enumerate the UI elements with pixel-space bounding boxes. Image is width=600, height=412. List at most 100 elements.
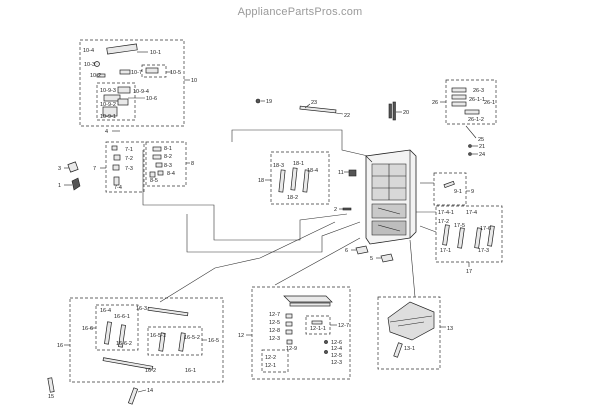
label-8-5: 8-5 xyxy=(150,178,158,184)
part-21 xyxy=(468,144,472,148)
label-17-4-1: 17-4-1 xyxy=(438,210,454,216)
part-20a xyxy=(388,103,392,119)
part-12-5 xyxy=(285,313,293,319)
part-10-1-cover xyxy=(106,43,138,55)
group-18: 18-3 18-1 18-4 18-2 18 xyxy=(258,151,330,205)
label-26-1: 26-1 xyxy=(484,100,495,106)
part-10-9-4 xyxy=(103,94,121,102)
group-17: 17-4-1 17-4 17-5 17-6 17-2 17-1 17-3 17 xyxy=(435,205,503,275)
group-10-9-box xyxy=(96,82,136,121)
label-16-4: 16-4 xyxy=(100,308,111,314)
label-10-9-1: 10-9-1 xyxy=(100,114,116,120)
group-10-box xyxy=(79,39,185,127)
part-7-4 xyxy=(113,176,120,186)
part-17-3 xyxy=(474,227,482,249)
label-13-1: 13-1 xyxy=(404,346,415,352)
group-8-box xyxy=(145,141,187,187)
label-2: 2 xyxy=(334,207,337,213)
part-12-1-1 xyxy=(311,320,323,325)
label-10-3: 10-3 xyxy=(84,62,95,68)
part-8-3 xyxy=(155,162,163,168)
label-10-7: 10-7 xyxy=(131,70,142,76)
label-17-2: 17-2 xyxy=(438,219,449,225)
part-13-1 xyxy=(393,342,403,358)
top-middle-parts: 19 23 22 20 xyxy=(255,98,409,121)
label-17-5: 17-5 xyxy=(454,223,465,229)
part-10-6 xyxy=(117,98,129,106)
label-18: 18 xyxy=(258,178,264,184)
part-2 xyxy=(342,207,352,211)
label-21: 21 xyxy=(479,144,485,150)
part-4-group: 4 xyxy=(105,129,120,135)
group-12-2-box xyxy=(261,349,289,373)
part-18-3 xyxy=(278,169,286,193)
label-20: 20 xyxy=(403,110,409,116)
label-8-3: 8-3 xyxy=(164,163,172,169)
label-10-9-4: 10-9-4 xyxy=(133,89,149,95)
part-13-drawer xyxy=(387,301,435,341)
label-3: 3 xyxy=(58,166,61,172)
group-8: 8-1 8-2 8-3 8-4 8-5 8 xyxy=(145,141,194,187)
part-12-top-rail xyxy=(283,295,333,303)
label-15: 15 xyxy=(48,394,54,400)
label-17-1: 17-1 xyxy=(440,248,451,254)
part-26-1-2 xyxy=(464,109,480,115)
part-16-6-1 xyxy=(104,321,112,345)
label-10-2: 10-2 xyxy=(90,73,101,79)
part-1 xyxy=(71,177,81,191)
label-9: 9 xyxy=(471,189,474,195)
parts-11-2: 11 2 xyxy=(334,169,357,213)
part-10-9-1 xyxy=(102,106,118,117)
part-5 xyxy=(380,253,394,263)
part-26-3 xyxy=(451,87,467,93)
part-8-5 xyxy=(149,171,156,178)
label-8-2: 8-2 xyxy=(164,154,172,160)
label-17-4: 17-4 xyxy=(466,210,477,216)
label-26: 26 xyxy=(432,100,438,106)
part-7-1 xyxy=(111,145,118,151)
label-18-1: 18-1 xyxy=(293,161,304,167)
label-26-1-1: 26-1-1 xyxy=(469,97,485,103)
group-9-box xyxy=(433,172,467,206)
label-10-1: 10-1 xyxy=(150,50,161,56)
label-7-2: 7-2 xyxy=(125,156,133,162)
part-10-3 xyxy=(94,61,100,67)
group-12: 12-7 12-5 12-8 12-3 12-9 12-1-1 12-7 12-… xyxy=(238,286,351,380)
part-18-1 xyxy=(290,167,298,191)
label-12-1-1: 12-1-1 xyxy=(310,326,326,332)
part-16-5-1 xyxy=(158,332,166,352)
label-10-9-3: 10-9-3 xyxy=(100,88,116,94)
label-13: 13 xyxy=(447,326,453,332)
parts-3-1: 3 1 xyxy=(58,161,81,191)
refrigerator-cabinet xyxy=(365,149,417,245)
label-8: 8 xyxy=(191,161,194,167)
part-7-3 xyxy=(112,164,120,171)
connector-lines xyxy=(142,129,437,303)
part-3 xyxy=(67,161,79,173)
group-18-box xyxy=(270,151,330,205)
label-12-7-left: 12-7 xyxy=(269,312,280,318)
part-20b xyxy=(392,101,396,121)
part-18-4 xyxy=(302,169,310,193)
label-17-3: 17-3 xyxy=(478,248,489,254)
part-10-2 xyxy=(96,73,106,78)
label-4: 4 xyxy=(105,129,108,135)
label-16-6: 16-6 xyxy=(82,326,93,332)
part-11 xyxy=(348,169,357,177)
part-15 xyxy=(47,377,55,393)
label-16-5-2: 16-5-2 xyxy=(184,335,200,341)
part-12-9 xyxy=(286,339,293,345)
label-23: 23 xyxy=(311,100,317,106)
label-16-3: 16-3 xyxy=(136,306,147,312)
part-26-1 xyxy=(451,101,467,107)
label-18-3: 18-3 xyxy=(273,163,284,169)
part-8-1 xyxy=(152,146,162,152)
label-14: 14 xyxy=(147,388,153,394)
label-26-3: 26-3 xyxy=(473,88,484,94)
part-14 xyxy=(127,387,139,405)
label-12-3b: 12-3 xyxy=(331,360,342,366)
label-7: 7 xyxy=(93,166,96,172)
label-11: 11 xyxy=(338,170,344,176)
label-16-2: 16-2 xyxy=(145,368,156,374)
label-24: 24 xyxy=(479,152,485,158)
